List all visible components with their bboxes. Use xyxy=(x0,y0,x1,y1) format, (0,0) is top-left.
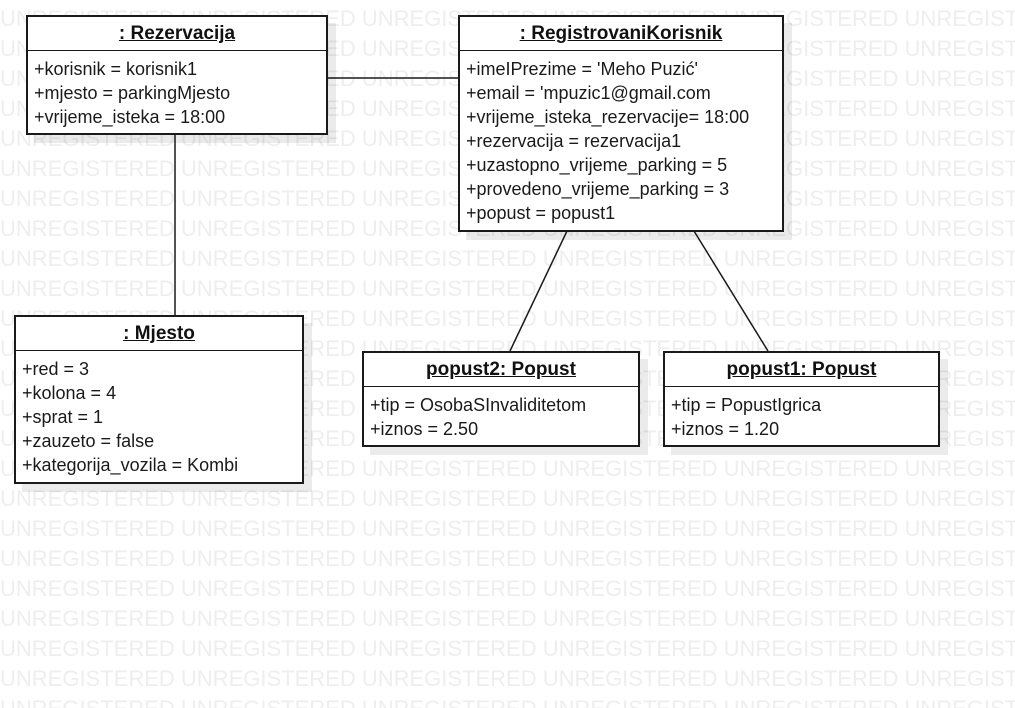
object-registrovani-korisnik[interactable]: : RegistrovaniKorisnik +imeIPrezime = 'M… xyxy=(458,15,784,232)
attribute-red: +red = 3 xyxy=(22,359,90,379)
attribute-tip: +tip = PopustIgrica xyxy=(671,395,822,415)
object-rezervacija[interactable]: : Rezervacija +korisnik = korisnik1 +mje… xyxy=(26,15,328,135)
object-mjesto[interactable]: : Mjesto +red = 3 +kolona = 4 +sprat = 1… xyxy=(14,315,304,484)
attribute-mjesto: +mjesto = parkingMjesto xyxy=(34,83,231,103)
object-title: : RegistrovaniKorisnik xyxy=(460,17,782,51)
attribute-kategorija-vozila: +kategorija_vozila = Kombi xyxy=(22,455,239,475)
attribute-vrijeme-isteka: +vrijeme_isteka = 18:00 xyxy=(34,107,226,127)
attribute-sprat: +sprat = 1 xyxy=(22,407,104,427)
attribute-tip: +tip = OsobaSInvaliditetom xyxy=(370,395,587,415)
link-korisnik-popust1 xyxy=(693,230,769,352)
object-popust1[interactable]: popust1: Popust +tip = PopustIgrica +izn… xyxy=(663,351,940,447)
attribute-iznos: +iznos = 2.50 xyxy=(370,419,479,439)
attribute-list: +imeIPrezime = 'Meho Puzić' +email = 'mp… xyxy=(460,51,782,225)
attribute-korisnik: +korisnik = korisnik1 xyxy=(34,59,198,79)
object-title: : Rezervacija xyxy=(28,17,326,51)
attribute-zauzeto: +zauzeto = false xyxy=(22,431,155,451)
attribute-uzastopno-vrijeme-parking: +uzastopno_vrijeme_parking = 5 xyxy=(466,155,728,175)
attribute-list: +red = 3 +kolona = 4 +sprat = 1 +zauzeto… xyxy=(16,351,302,477)
attribute-ime-i-prezime: +imeIPrezime = 'Meho Puzić' xyxy=(466,59,698,79)
object-title: popust1: Popust xyxy=(665,353,938,387)
attribute-kolona: +kolona = 4 xyxy=(22,383,117,403)
link-korisnik-popust2 xyxy=(509,230,568,352)
attribute-popust: +popust = popust1 xyxy=(466,203,616,223)
attribute-list: +korisnik = korisnik1 +mjesto = parkingM… xyxy=(28,51,326,129)
object-title: popust2: Popust xyxy=(364,353,638,387)
attribute-rezervacija: +rezervacija = rezervacija1 xyxy=(466,131,682,151)
object-title: : Mjesto xyxy=(16,317,302,351)
attribute-iznos: +iznos = 1.20 xyxy=(671,419,780,439)
attribute-list: +tip = OsobaSInvaliditetom +iznos = 2.50 xyxy=(364,387,638,441)
object-popust2[interactable]: popust2: Popust +tip = OsobaSInvaliditet… xyxy=(362,351,640,447)
attribute-vrijeme-isteka-rezervacije: +vrijeme_isteka_rezervacije= 18:00 xyxy=(466,107,750,127)
attribute-email: +email = 'mpuzic1@gmail.com xyxy=(466,83,711,103)
attribute-provedeno-vrijeme-parking: +provedeno_vrijeme_parking = 3 xyxy=(466,179,730,199)
attribute-list: +tip = PopustIgrica +iznos = 1.20 xyxy=(665,387,938,441)
